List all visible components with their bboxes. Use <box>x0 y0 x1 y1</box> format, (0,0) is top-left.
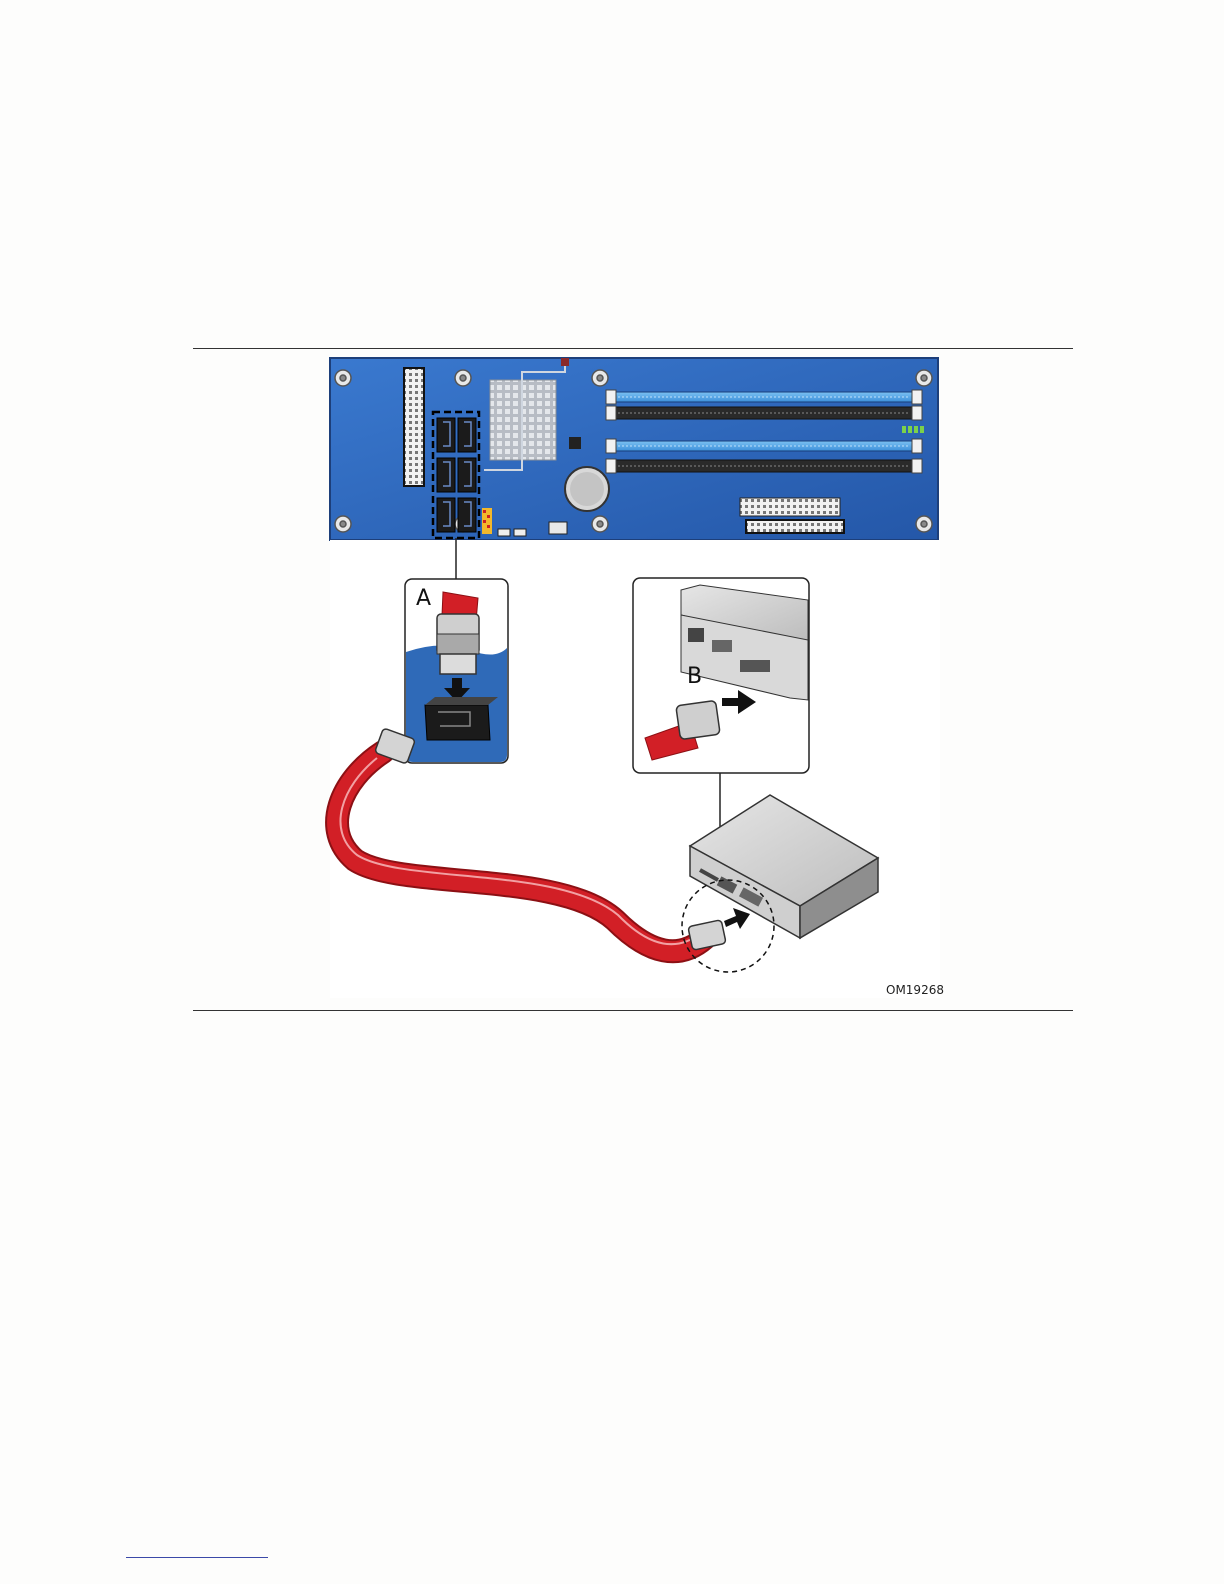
figure-id: OM19268 <box>886 983 944 997</box>
callout-a-label: A <box>416 586 431 611</box>
floppy-header <box>746 520 844 533</box>
bottom-rule <box>193 1010 1073 1011</box>
motherboard <box>330 358 938 540</box>
inset-b-drive-connector: B <box>633 578 809 773</box>
front-panel-header <box>482 508 492 534</box>
inset-a-board-connector: A <box>405 579 508 763</box>
atx-power-connector <box>740 498 840 516</box>
ide-header <box>404 368 424 486</box>
footnote-separator <box>126 1557 268 1558</box>
callout-b-label: B <box>687 664 702 689</box>
